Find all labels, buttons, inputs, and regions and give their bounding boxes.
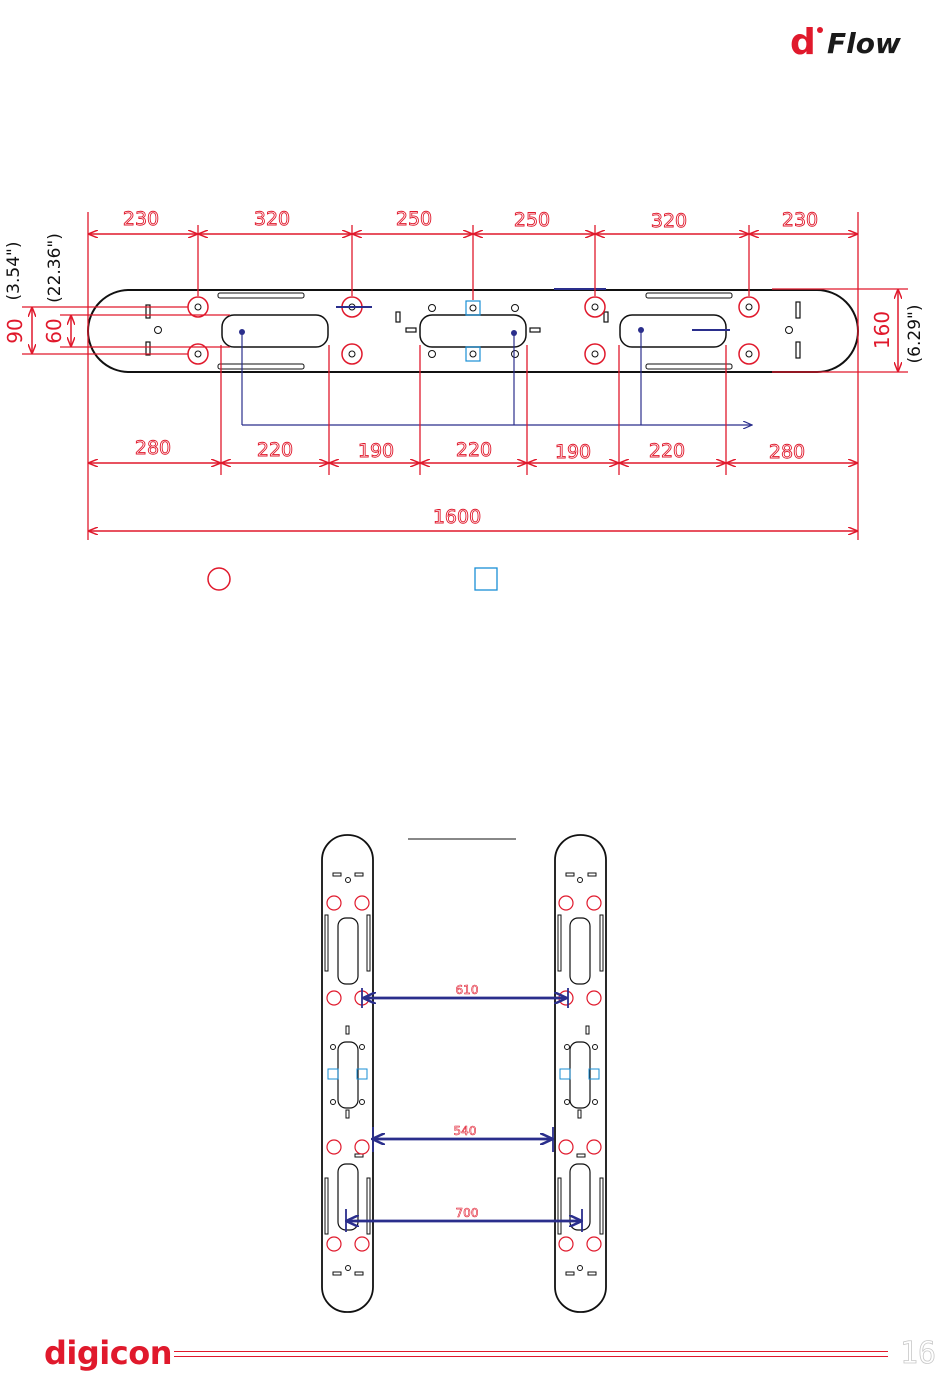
dim-top-6: 230 — [782, 209, 818, 231]
dim-bottom-4: 220 — [456, 439, 492, 461]
bottom-dimension-labels: 280 220 190 220 190 220 280 1600 — [135, 437, 805, 528]
dim-bottom-5: 190 — [555, 441, 591, 463]
bolt-holes — [188, 297, 759, 364]
distance-labels: 610 540 700 — [454, 983, 479, 1220]
red-circle-icon — [208, 568, 230, 590]
inch-left-inner: (22.36") — [45, 233, 65, 303]
dim-bottom-7: 280 — [769, 441, 805, 463]
dim-bottom-1: 280 — [135, 437, 171, 459]
side-dimension-labels: 90 60 (3.54") (22.36") 160 (6.29") — [3, 233, 925, 363]
top-dimension-labels: 230 320 250 250 320 230 — [123, 208, 818, 232]
dimension-lines — [32, 234, 898, 531]
distance-610: 610 — [456, 983, 479, 997]
dim-left-60: 60 — [42, 318, 66, 343]
marker-squares — [466, 301, 480, 361]
dim-bottom-6: 220 — [649, 440, 685, 462]
left-plate — [322, 835, 373, 1312]
dim-top-5: 320 — [651, 210, 687, 232]
digicon-logo: digicon — [44, 1334, 172, 1372]
blue-square-icon — [475, 568, 497, 590]
dim-right-160: 160 — [870, 311, 894, 349]
dim-bottom-3: 190 — [358, 440, 394, 462]
extension-lines — [22, 212, 908, 540]
footer-rule-2 — [174, 1356, 888, 1357]
dim-top-4: 250 — [514, 209, 550, 231]
blue-reference-lines — [242, 289, 752, 425]
dim-top-2: 320 — [254, 208, 290, 230]
page-number: 16 — [900, 1336, 936, 1371]
distance-700: 700 — [456, 1206, 479, 1220]
inch-right: (6.29") — [905, 305, 925, 364]
distance-arrows — [346, 988, 582, 1232]
dim-overall: 1600 — [433, 506, 481, 528]
dim-left-90: 90 — [3, 318, 27, 343]
right-plate — [555, 835, 606, 1312]
dim-bottom-2: 220 — [257, 439, 293, 461]
distance-540: 540 — [454, 1124, 477, 1138]
footer-rule — [174, 1351, 888, 1352]
inch-left-outer: (3.54") — [4, 242, 24, 301]
dim-top-1: 230 — [123, 208, 159, 230]
dim-top-3: 250 — [396, 208, 432, 230]
top-plate — [88, 290, 858, 372]
